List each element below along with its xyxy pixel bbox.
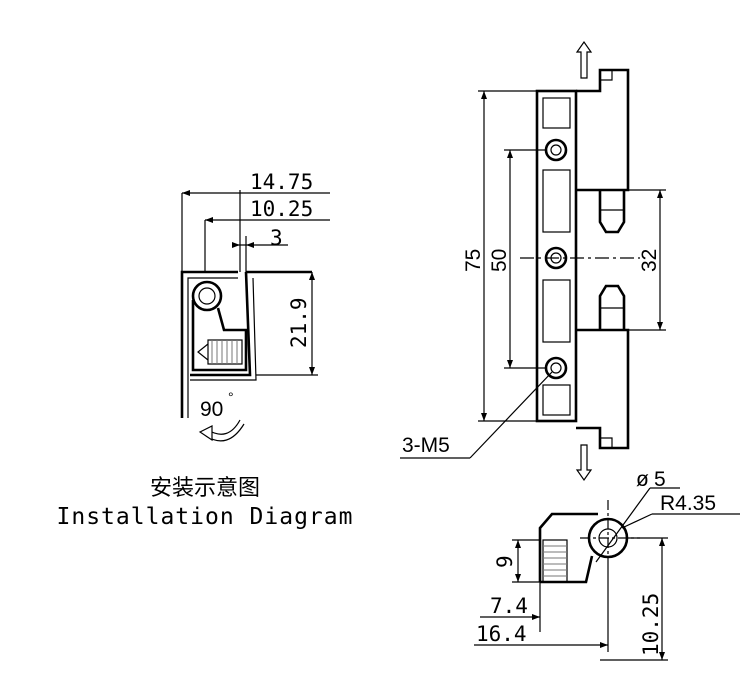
dim-diameter-5: 5 [654, 468, 666, 491]
dim-32: 32 [638, 249, 661, 272]
angle-90: 90 [200, 398, 223, 421]
dim-3: 3 [270, 226, 283, 250]
degree-symbol: ° [228, 389, 234, 405]
dim-10-25-side: 10.25 [639, 593, 663, 656]
installation-view: 14.75 10.25 3 21.9 90 ° [180, 170, 330, 442]
dim-14-75: 14.75 [250, 170, 313, 194]
dim-10-25: 10.25 [250, 197, 313, 221]
thread-insert-icon [197, 339, 243, 365]
arrow-down-icon [575, 444, 593, 482]
dim-r4-35: R4.35 [660, 492, 716, 515]
front-view: 75 50 32 3-M5 [400, 40, 666, 482]
dim-7-4: 7.4 [490, 594, 528, 618]
arrow-up-icon [575, 40, 593, 79]
dim-3-m5: 3-M5 [402, 434, 450, 457]
diameter-symbol: ø [636, 468, 649, 491]
thread-hole-icon [542, 539, 568, 583]
dim-75: 75 [462, 249, 485, 272]
side-view: ø 5 R4.35 9 7.4 16.4 10.25 [474, 468, 740, 661]
caption-chinese: 安装示意图 [149, 476, 260, 501]
dim-50: 50 [488, 249, 511, 272]
rotation-arrow-icon [198, 419, 245, 442]
dim-16-4: 16.4 [476, 622, 527, 646]
dim-9: 9 [493, 555, 517, 568]
dim-21-9: 21.9 [287, 297, 311, 348]
caption-english: Installation Diagram [56, 504, 354, 530]
